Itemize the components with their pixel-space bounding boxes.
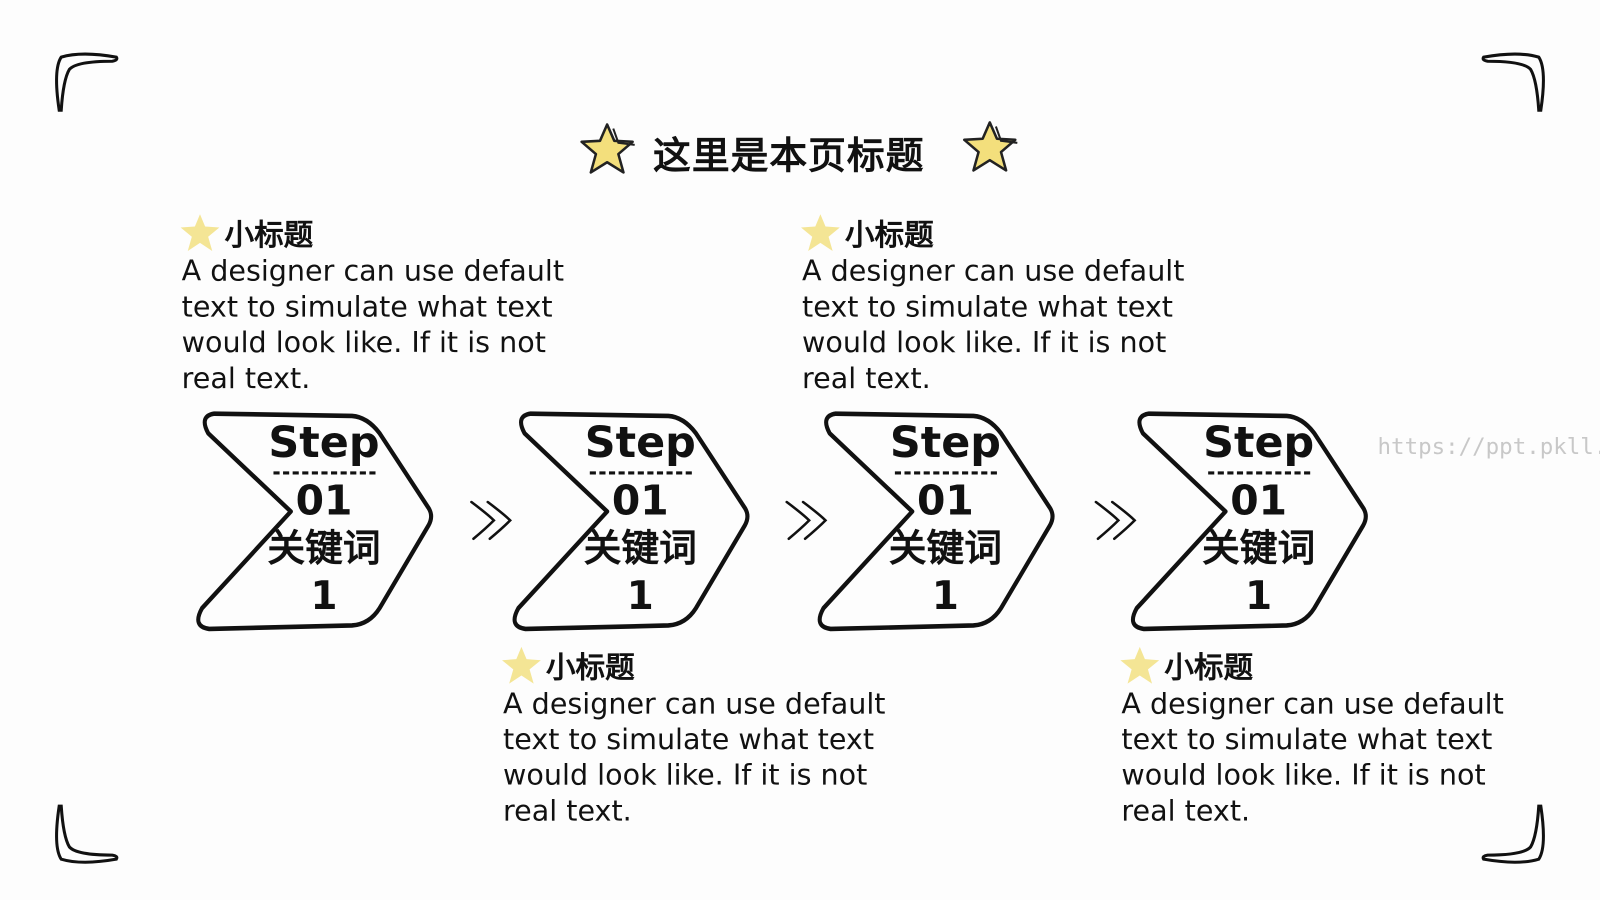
divider (589, 471, 692, 475)
block-body: A designer can use default text to simul… (181, 254, 565, 395)
step-label: Step (1203, 417, 1315, 468)
step-index: 1 (931, 573, 959, 619)
step-keyword: 关键词 (267, 526, 381, 571)
step-keyword: 关键词 (1202, 526, 1316, 571)
watermark: https://ppt.pkll.de (1377, 434, 1600, 461)
block-subtitle: 小标题 (545, 649, 635, 685)
divider (894, 471, 997, 475)
step-number: 01 (295, 477, 353, 525)
step-chevron-3: Step 01 关键词 1 (815, 410, 1060, 634)
text-block-3: 小标题 A designer can use default text to s… (798, 212, 1227, 396)
block-body: A designer can use default text to simul… (802, 254, 1185, 395)
step-label: Step (889, 417, 1001, 468)
step-label: Step (584, 417, 696, 468)
step-keyword: 关键词 (888, 526, 1003, 571)
step-label: Step (268, 417, 380, 468)
text-block-4: 小标题 A designer can use default text to s… (1117, 645, 1546, 829)
star-icon (178, 212, 223, 253)
corner-ornament-bottom-left-icon (51, 800, 122, 867)
corner-ornament-top-left-icon (51, 49, 122, 116)
block-subtitle: 小标题 (1164, 649, 1254, 685)
star-icon (499, 645, 544, 686)
divider (273, 471, 376, 475)
step-number: 01 (916, 477, 974, 525)
page-title: 这里是本页标题 (653, 133, 925, 178)
step-index: 1 (1245, 573, 1273, 619)
divider (1208, 471, 1311, 475)
step-chevron-4: Step 01 关键词 1 (1129, 410, 1374, 634)
step-index: 1 (626, 573, 654, 619)
star-icon (798, 212, 843, 253)
step-chevron-1: Step 01 关键词 1 (194, 410, 439, 634)
text-block-1: 小标题 A designer can use default text to s… (178, 212, 607, 396)
star-icon (1117, 645, 1162, 686)
corner-ornament-top-right-icon (1478, 49, 1549, 116)
block-subtitle: 小标题 (224, 217, 314, 253)
block-body: A designer can use default text to simul… (503, 686, 886, 828)
step-chevron-2: Step 01 关键词 1 (510, 410, 755, 634)
star-icon (577, 120, 638, 177)
step-index: 1 (310, 573, 338, 619)
step-number: 01 (611, 477, 669, 525)
block-body: A designer can use default text to simul… (1121, 686, 1504, 828)
double-chevron-right-icon (467, 498, 516, 543)
block-subtitle: 小标题 (844, 217, 934, 253)
text-block-2: 小标题 A designer can use default text to s… (499, 645, 928, 829)
step-number: 01 (1230, 477, 1288, 525)
step-keyword: 关键词 (583, 526, 697, 571)
star-icon (959, 118, 1020, 175)
